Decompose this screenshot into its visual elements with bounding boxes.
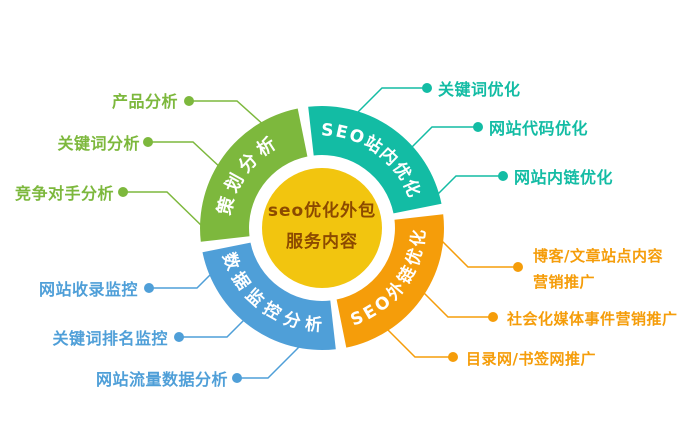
callout-internal-link-optimization: 网站内链优化: [514, 168, 613, 187]
callout-blog-content-marketing-line2: 营销推广: [533, 273, 595, 291]
connector-line-traffic-data-analysis: [237, 346, 300, 379]
segment-seo-onsite: [308, 106, 442, 214]
connector-line-directory-bookmark-promotion: [382, 324, 453, 358]
segment-planning-analysis: [200, 108, 308, 242]
connector-line-keyword-optimization: [350, 87, 427, 120]
segment-seo-offsite: [336, 214, 444, 348]
donut-ring: [200, 106, 444, 350]
dot-site-inclusion-monitoring: [144, 283, 154, 293]
connector-line-blog-content-marketing: [433, 232, 518, 268]
callout-competitor-analysis: 竞争对手分析: [15, 184, 114, 203]
callout-product-analysis: 产品分析: [112, 92, 178, 111]
dot-site-code-optimization: [473, 122, 483, 132]
connector-line-keyword-analysis: [148, 141, 223, 170]
callouts-green: 产品分析 关键词分析 竞争对手分析: [15, 92, 178, 203]
dot-traffic-data-analysis: [232, 373, 242, 383]
callout-keyword-analysis: 关键词分析: [57, 134, 140, 153]
center-title-line1: seo优化外包: [268, 200, 376, 221]
callout-keyword-optimization: 关键词优化: [438, 80, 521, 99]
center-hub-circle: [262, 168, 382, 288]
callout-site-code-optimization: 网站代码优化: [489, 119, 588, 138]
connector-line-product-analysis: [189, 100, 267, 128]
callout-directory-bookmark-promotion: 目录网/书签网推广: [466, 350, 596, 368]
connector-line-social-media-marketing: [415, 284, 493, 318]
center-title-line2: 服务内容: [286, 231, 358, 252]
callout-social-media-marketing: 社会化媒体事件营销推广: [506, 310, 678, 328]
segment-data-monitoring: [202, 242, 336, 350]
callouts-orange: 博客/文章站点内容 营销推广 社会化媒体事件营销推广 目录网/书签网推广: [466, 247, 678, 368]
callout-blog-content-marketing-line1: 博客/文章站点内容: [533, 247, 663, 265]
connector-line-competitor-analysis: [123, 191, 206, 230]
callout-site-inclusion-monitoring: 网站收录监控: [39, 280, 138, 299]
dot-internal-link-optimization: [498, 171, 508, 181]
dot-social-media-marketing: [488, 312, 498, 322]
dot-directory-bookmark-promotion: [448, 352, 458, 362]
dot-keyword-optimization: [422, 83, 432, 93]
callouts-teal: 关键词优化 网站代码优化 网站内链优化: [438, 80, 613, 187]
dot-product-analysis: [184, 96, 194, 106]
connector-line-keyword-ranking-monitoring: [179, 312, 252, 338]
callout-traffic-data-analysis: 网站流量数据分析: [96, 370, 228, 389]
dot-keyword-ranking-monitoring: [174, 332, 184, 342]
dot-competitor-analysis: [118, 187, 128, 197]
connector-line-site-inclusion-monitoring: [149, 267, 218, 289]
connector-dots: [118, 83, 523, 383]
callouts-blue: 网站收录监控 关键词排名监控 网站流量数据分析: [39, 280, 228, 389]
dot-keyword-analysis: [143, 137, 153, 147]
connector-lines: [123, 87, 518, 379]
callout-keyword-ranking-monitoring: 关键词排名监控: [52, 329, 168, 348]
dot-blog-content-marketing: [513, 262, 523, 272]
